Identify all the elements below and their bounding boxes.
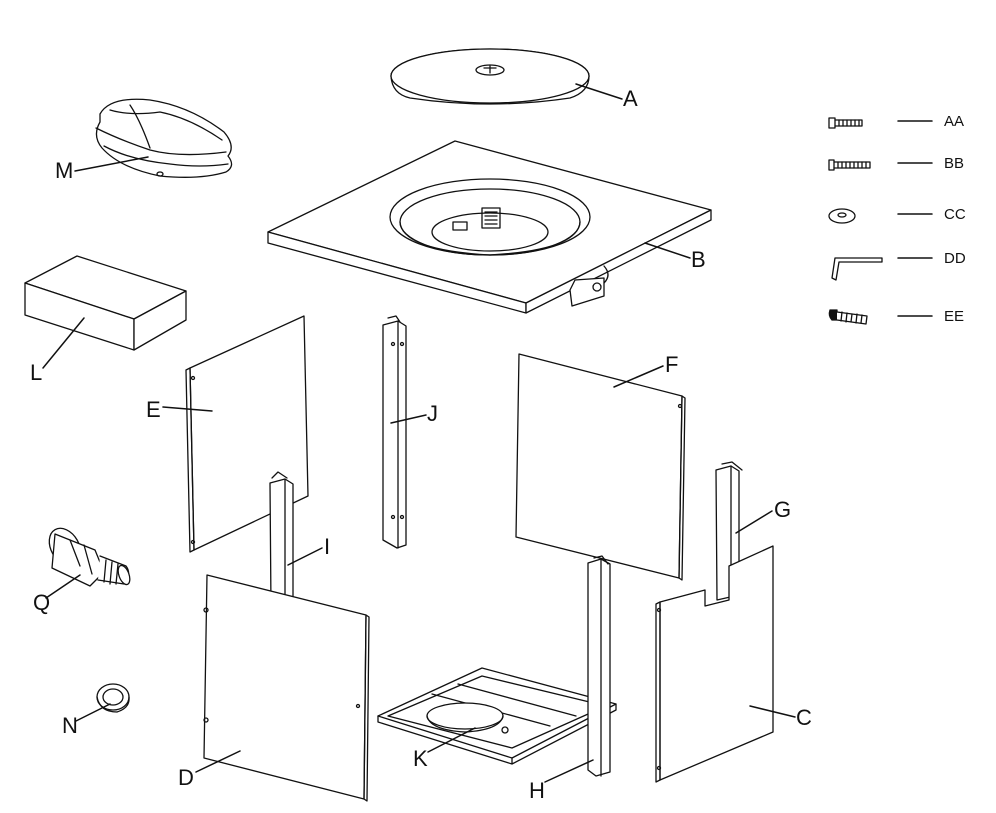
label-part-h: H: [529, 778, 545, 803]
part-j-leg: [383, 316, 406, 548]
label-part-n: N: [62, 713, 78, 738]
part-l-box: [25, 256, 186, 350]
label-hardware-bb: BB: [944, 155, 965, 172]
label-part-e: E: [146, 397, 161, 422]
label-part-j: J: [427, 401, 438, 426]
part-d-panel: [204, 575, 369, 801]
part-n-grommet: [97, 684, 129, 712]
part-k-frame: [378, 668, 616, 764]
label-hardware-dd: DD: [944, 250, 966, 267]
label-part-a: A: [623, 86, 638, 111]
label-part-d: D: [178, 765, 194, 790]
part-f-panel: [516, 354, 685, 580]
label-part-m: M: [55, 158, 74, 183]
part-i-leg: [270, 472, 293, 608]
label-part-g: G: [774, 497, 792, 522]
label-part-i: I: [324, 534, 331, 559]
hardware-cc-washer: [829, 209, 855, 223]
label-part-q: Q: [33, 590, 51, 615]
part-a-lid: [391, 49, 589, 104]
part-m-cover: [96, 99, 232, 177]
hardware-aa-screw: [829, 118, 862, 128]
label-hardware-aa: AA: [944, 113, 965, 130]
label-part-c: C: [796, 705, 812, 730]
part-q-fitting: [43, 523, 132, 586]
part-b-tabletop: [268, 141, 711, 313]
label-hardware-ee: EE: [944, 308, 965, 325]
hardware-ee-bolt: [829, 310, 867, 324]
leader-lines: [42, 83, 933, 783]
label-hardware-cc: CC: [944, 206, 966, 223]
label-part-k: K: [413, 746, 428, 771]
hardware-bb-screw: [829, 160, 870, 170]
label-part-f: F: [665, 352, 679, 377]
label-part-l: L: [30, 360, 43, 385]
label-part-b: B: [691, 247, 706, 272]
part-c-panel: [656, 546, 773, 782]
hardware-dd-hex-key: [832, 258, 882, 280]
part-h-leg: [588, 556, 610, 776]
